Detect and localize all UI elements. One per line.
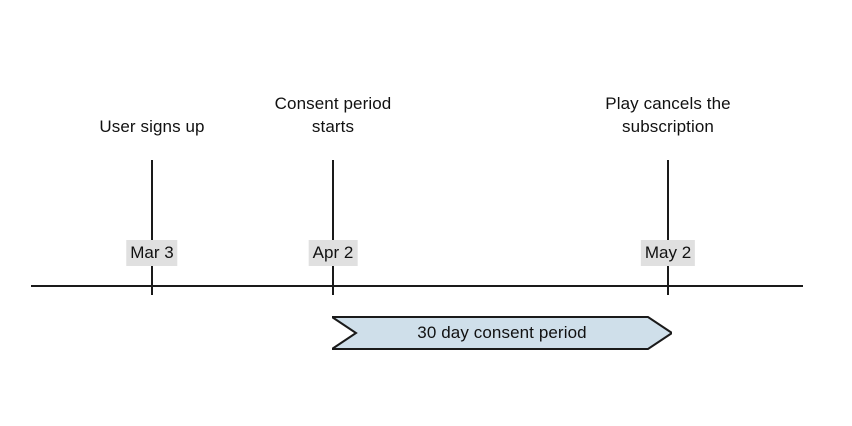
- event-label-line: Play cancels the: [605, 94, 731, 113]
- event-label-line: subscription: [622, 117, 714, 136]
- event-label-line: User signs up: [99, 117, 205, 136]
- event-label: Consent period starts: [275, 92, 392, 138]
- event-label-line: starts: [311, 117, 355, 136]
- event-tick-line: [332, 160, 334, 295]
- event-date-chip: May 2: [640, 240, 696, 266]
- event-date-chip: Mar 3: [126, 240, 178, 266]
- consent-period-banner: 30 day consent period: [332, 316, 672, 350]
- banner-label: 30 day consent period: [417, 323, 587, 342]
- event-label: Play cancels the subscription: [605, 92, 730, 138]
- timeline-axis: [31, 285, 803, 287]
- event-tick-line: [667, 160, 669, 295]
- banner-arrow-shape: [332, 316, 672, 350]
- event-tick-line: [151, 160, 153, 295]
- event-label-line: Consent period: [274, 94, 392, 113]
- event-date-chip: Apr 2: [308, 240, 358, 266]
- event-label: User signs up: [99, 115, 204, 138]
